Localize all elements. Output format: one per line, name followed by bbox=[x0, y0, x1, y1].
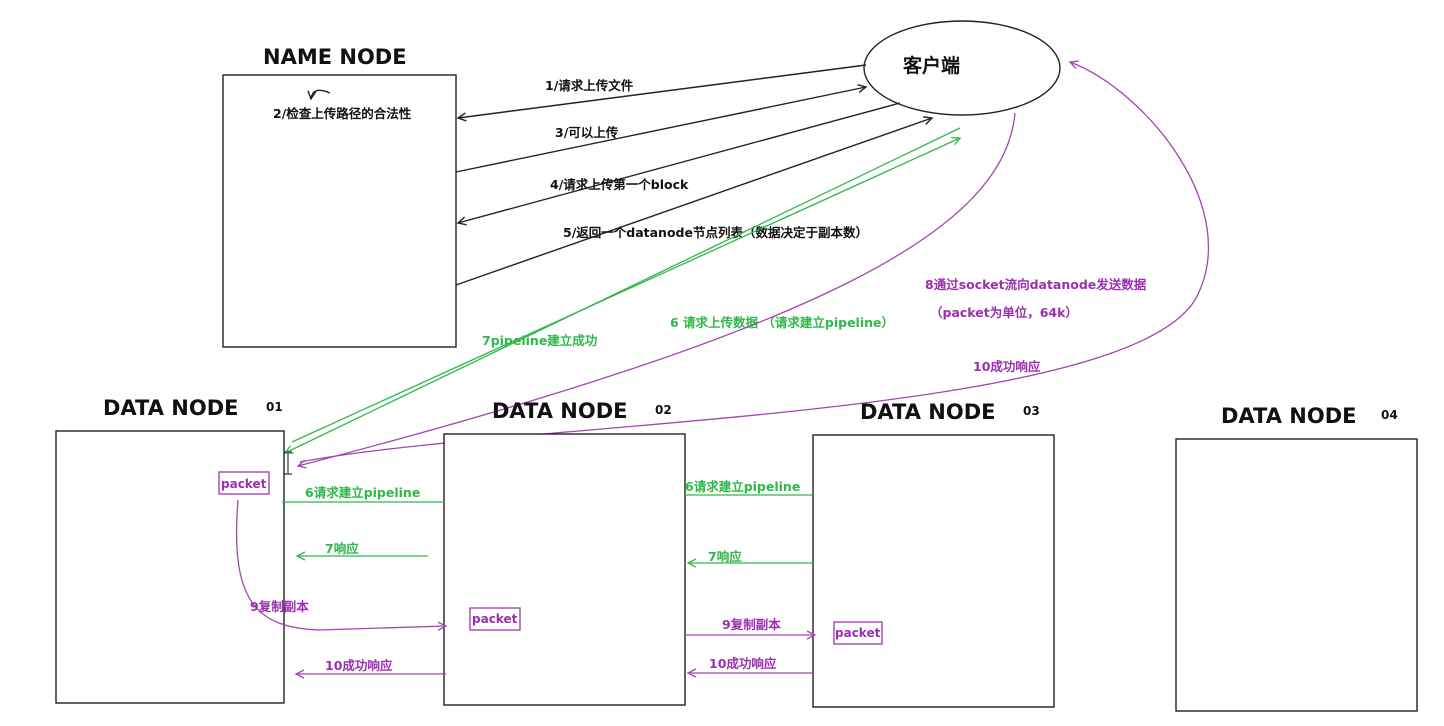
step-4-label: 4/请求上传第一个block bbox=[550, 177, 689, 192]
step-6-client-label: 6 请求上传数据 （请求建立pipeline） bbox=[670, 315, 894, 330]
client-label: 客户端 bbox=[903, 54, 960, 77]
step-7-dn02-dn01-label: 7响应 bbox=[325, 541, 359, 556]
data-node-03-box bbox=[812, 434, 1055, 708]
data-node-03-number: 03 bbox=[1023, 404, 1040, 418]
step-8-label-line1: 8通过socket流向datanode发送数据 bbox=[925, 277, 1147, 292]
step-1-arrow bbox=[458, 64, 867, 118]
data-node-04-title: DATA NODE bbox=[1221, 404, 1357, 428]
packet-box-dn03 bbox=[833, 621, 883, 645]
packet-box-dn02 bbox=[469, 607, 521, 631]
data-node-01-title: DATA NODE bbox=[103, 396, 239, 420]
step-5-arrow bbox=[455, 118, 932, 286]
client-ellipse bbox=[863, 20, 1061, 116]
packet-label-dn03: packet bbox=[835, 626, 881, 640]
step-9-dn01-dn02-label: 9复制副本 bbox=[250, 599, 309, 614]
data-node-02-number: 02 bbox=[655, 403, 672, 417]
step-9-dn02-dn03-label: 9复制副本 bbox=[722, 617, 781, 632]
step-10-client-label: 10成功响应 bbox=[973, 359, 1041, 374]
step-8-label-line2: （packet为单位，64k） bbox=[930, 305, 1078, 320]
step-3-label: 3/可以上传 bbox=[555, 125, 619, 140]
step-10-dn02-dn01-label: 10成功响应 bbox=[325, 658, 393, 673]
step-2-label: 2/检查上传路径的合法性 bbox=[273, 106, 412, 121]
step-1-label: 1/请求上传文件 bbox=[545, 78, 634, 93]
packet-box-dn01 bbox=[218, 471, 270, 495]
name-node-box bbox=[222, 74, 457, 348]
step-6-dn02-dn03-label: 6请求建立pipeline bbox=[685, 479, 800, 494]
data-node-03-title: DATA NODE bbox=[860, 400, 996, 424]
step-6-dn01-dn02-label: 6请求建立pipeline bbox=[305, 485, 420, 500]
packet-label-dn02: packet bbox=[472, 612, 518, 626]
step-5-label: 5/返回一个datanode节点列表（数据决定于副本数） bbox=[563, 225, 868, 240]
name-node-self-check-arrow bbox=[311, 89, 331, 99]
step-6-client-arrow bbox=[285, 127, 961, 453]
step-7-dn03-dn02-label: 7响应 bbox=[708, 549, 742, 564]
data-node-04-box bbox=[1175, 438, 1418, 712]
step-3-arrow bbox=[455, 87, 866, 173]
packet-label-dn01: packet bbox=[221, 477, 267, 491]
name-node-title: NAME NODE bbox=[263, 45, 407, 69]
data-node-02-title: DATA NODE bbox=[492, 399, 628, 423]
step-4-arrow bbox=[458, 102, 901, 223]
data-node-04-number: 04 bbox=[1381, 408, 1398, 422]
text-cursor-icon bbox=[284, 451, 292, 475]
step-7-client-label: 7pipeline建立成功 bbox=[482, 333, 597, 348]
step-8-send-data-arrow bbox=[298, 112, 1016, 466]
data-node-02-box bbox=[443, 433, 686, 706]
data-node-01-number: 01 bbox=[266, 400, 283, 414]
step-7-client-arrow bbox=[291, 138, 960, 443]
step-10-dn03-dn02-label: 10成功响应 bbox=[709, 656, 777, 671]
step-9-dn01-dn02-arrow bbox=[235, 499, 446, 630]
